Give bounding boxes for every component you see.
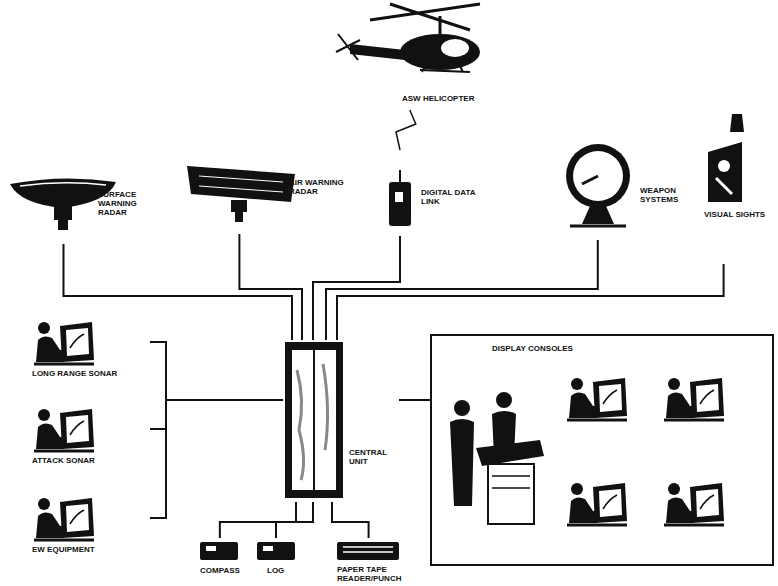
radio-link bbox=[396, 110, 416, 150]
data-cable bbox=[64, 244, 293, 340]
equipment-label: CENTRAL UNIT bbox=[349, 448, 397, 466]
box-icon bbox=[255, 538, 299, 564]
air-icon bbox=[185, 162, 297, 222]
equipment-label: DISPLAY CONSOLES bbox=[492, 344, 692, 353]
data-cable bbox=[332, 502, 369, 538]
equipment-node: COMPASS bbox=[198, 538, 250, 578]
equipment-node: VISUAL SIGHTS bbox=[702, 112, 774, 264]
console-icon bbox=[30, 405, 100, 455]
equipment-node: ATTACK SONAR bbox=[30, 405, 150, 467]
equipment-label: DIGITAL DATA LINK bbox=[421, 188, 483, 206]
equipment-label: COMPASS bbox=[200, 566, 248, 575]
central-icon bbox=[283, 340, 345, 500]
tape-icon bbox=[335, 538, 401, 564]
data-cable bbox=[150, 400, 283, 518]
equipment-label: EW EQUIPMENT bbox=[32, 545, 148, 554]
equipment-label: WEAPON SYSTEMS bbox=[640, 186, 698, 204]
data-cable bbox=[276, 502, 313, 538]
equipment-node: AIR WARNING RADAR bbox=[185, 162, 345, 234]
visual-icon bbox=[702, 112, 748, 204]
equipment-label: SURFACE WARNING RADAR bbox=[98, 190, 156, 217]
display-icon bbox=[432, 336, 768, 560]
weapon-icon bbox=[560, 140, 636, 230]
equipment-label: VISUAL SIGHTS bbox=[704, 210, 772, 219]
data-cable bbox=[399, 399, 430, 401]
equipment-node: WEAPON SYSTEMS bbox=[560, 140, 700, 240]
console-icon bbox=[30, 318, 100, 368]
equipment-node: ASW HELICOPTER bbox=[330, 2, 520, 110]
equipment-label: ATTACK SONAR bbox=[32, 456, 148, 465]
heli-icon bbox=[330, 2, 490, 82]
data-cable bbox=[337, 264, 724, 340]
equipment-label: LOG bbox=[267, 566, 303, 575]
equipment-node: PAPER TAPE READER/PUNCH bbox=[335, 538, 415, 585]
data-cable bbox=[150, 400, 283, 429]
link-icon bbox=[385, 150, 415, 230]
equipment-label: LONG RANGE SONAR bbox=[32, 369, 148, 378]
equipment-node: EW EQUIPMENT bbox=[30, 494, 150, 556]
console-icon bbox=[30, 494, 100, 544]
equipment-node: LONG RANGE SONAR bbox=[30, 318, 150, 380]
equipment-node: DIGITAL DATA LINK bbox=[385, 150, 485, 236]
data-cable bbox=[150, 342, 283, 400]
data-cable bbox=[239, 234, 302, 340]
box-icon bbox=[198, 538, 242, 564]
equipment-label: AIR WARNING RADAR bbox=[289, 178, 345, 196]
data-cable bbox=[220, 502, 296, 538]
equipment-label: PAPER TAPE READER/PUNCH bbox=[337, 565, 413, 583]
equipment-node: LOG bbox=[255, 538, 305, 578]
console-room-box: DISPLAY CONSOLES bbox=[430, 334, 774, 566]
equipment-node: CENTRAL UNIT bbox=[283, 340, 399, 502]
equipment-label: ASW HELICOPTER bbox=[402, 94, 512, 103]
equipment-node: SURFACE WARNING RADAR bbox=[8, 172, 158, 244]
data-cable bbox=[326, 240, 598, 340]
